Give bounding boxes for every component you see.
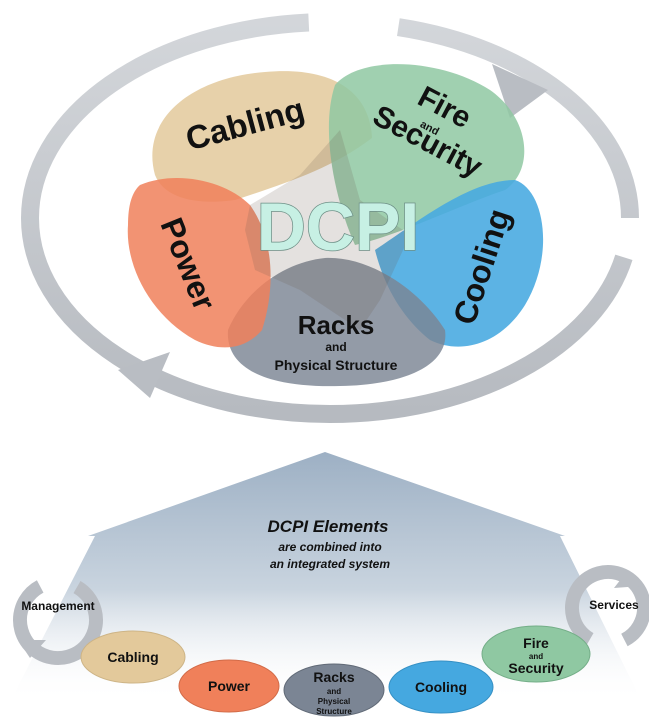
management-label: Management [21, 599, 94, 613]
petal-power [127, 177, 271, 348]
services-label: Services [589, 598, 639, 612]
pill-cabling: Cabling [80, 630, 186, 684]
arrow-line-1: are combined into [278, 540, 381, 554]
petal-cabling [152, 71, 372, 202]
pill-racks-and: and [327, 687, 341, 696]
petal-label-racks-and: and [325, 340, 346, 354]
management-cycle-icon [12, 575, 103, 665]
pill-cooling: Cooling [388, 660, 494, 714]
petal-label-racks: Racks [298, 310, 375, 340]
pill-racks-physical: Physical [318, 697, 350, 706]
pill-power-label: Power [208, 678, 251, 694]
services-cycle-icon [565, 565, 649, 651]
ring-arrow-head-left [118, 352, 170, 398]
petals [127, 64, 544, 387]
pill-racks-label: Racks [313, 669, 354, 685]
pill-racks-structure: Structure [316, 707, 352, 716]
pill-cabling-label: Cabling [107, 649, 158, 665]
pill-security-label: Security [508, 660, 563, 676]
arrow-line-2: an integrated system [270, 557, 390, 571]
pill-cooling-label: Cooling [415, 679, 467, 695]
petal-racks [227, 257, 446, 387]
pill-fire-and: and [529, 652, 543, 661]
petal-label-racks-structure: Physical Structure [275, 357, 398, 373]
pill-racks: Racks and Physical Structure [283, 663, 385, 717]
arrow-heading: DCPI Elements [268, 517, 389, 536]
petal-overlap-star [245, 130, 410, 330]
dcpi-title: DCPI [257, 189, 419, 265]
pill-fire-security: Fire and Security [481, 625, 591, 683]
pill-power: Power [178, 659, 280, 713]
pill-fire-label: Fire [523, 635, 549, 651]
